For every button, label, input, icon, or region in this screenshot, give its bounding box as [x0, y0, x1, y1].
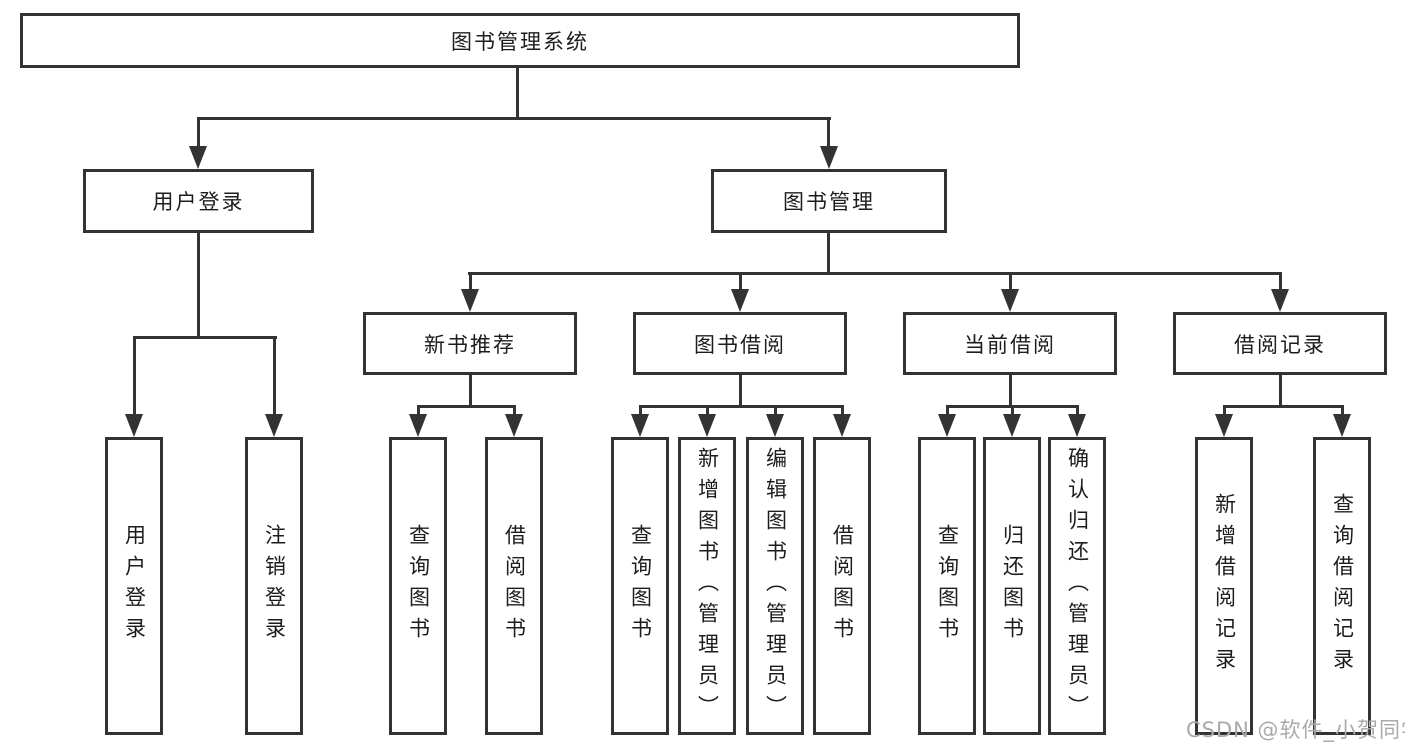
node-label: 图书管理系统: [451, 29, 589, 54]
arrow-down-icon: [938, 414, 956, 437]
connector-new-book-bar: [417, 405, 516, 408]
connector-user-login-bar: [133, 336, 277, 339]
node-root-library-system: 图书管理系统: [20, 13, 1020, 68]
leaf-confirm-return-admin: 确认归还（管理员）: [1048, 437, 1106, 735]
connector-root-bar: [197, 117, 831, 120]
node-user-login: 用户登录: [83, 169, 314, 233]
connector-to-book-management: [827, 117, 830, 150]
arrow-down-icon: [505, 414, 523, 437]
node-book-management: 图书管理: [711, 169, 947, 233]
leaf-label: 注销登录: [262, 524, 287, 648]
connector-new-book-stem: [469, 375, 472, 405]
connector-to-borrow-record: [1279, 272, 1282, 292]
arrow-down-icon: [1003, 414, 1021, 437]
node-label: 图书管理: [783, 190, 875, 214]
connector-leaf-drop: [1341, 405, 1344, 416]
node-current-borrow: 当前借阅: [903, 312, 1117, 375]
connector-book-mgmt-bar: [468, 272, 1282, 275]
leaf-label: 用户登录: [122, 524, 147, 648]
connector-borrow-record-bar: [1223, 405, 1344, 408]
leaf-label: 查询图书: [935, 524, 960, 648]
leaf-label: 借阅图书: [502, 524, 527, 648]
connector-to-user-login: [197, 117, 200, 150]
leaf-borrow-books: 借阅图书: [813, 437, 871, 735]
connector-leaf-drop: [841, 405, 844, 416]
leaf-add-borrow-record: 新增借阅记录: [1195, 437, 1253, 735]
connector-to-leaf-user-login: [133, 336, 136, 416]
arrow-down-icon: [125, 414, 143, 437]
arrow-down-icon: [1271, 289, 1289, 312]
arrow-down-icon: [461, 289, 479, 312]
csdn-watermark: CSDN @软件_小贺同学: [1186, 718, 1405, 742]
arrow-down-icon: [1068, 414, 1086, 437]
leaf-logout: 注销登录: [245, 437, 303, 735]
leaf-borrow-books-newbook: 借阅图书: [485, 437, 543, 735]
connector-book-mgmt-stem: [827, 233, 830, 272]
leaf-query-books-current: 查询图书: [918, 437, 976, 735]
node-label: 当前借阅: [964, 332, 1056, 357]
arrow-down-icon: [820, 146, 838, 169]
leaf-return-books: 归还图书: [983, 437, 1041, 735]
connector-leaf-drop: [1011, 405, 1014, 416]
leaf-query-borrow-record: 查询借阅记录: [1313, 437, 1371, 735]
leaf-label: 查询借阅记录: [1330, 493, 1355, 679]
arrow-down-icon: [1001, 289, 1019, 312]
arrow-down-icon: [731, 289, 749, 312]
leaf-add-books-admin: 新增图书（管理员）: [678, 437, 736, 735]
leaf-label: 新增借阅记录: [1212, 493, 1237, 679]
connector-to-current-borrow: [1009, 272, 1012, 292]
connector-leaf-drop: [639, 405, 642, 416]
leaf-label: 新增图书（管理员）: [695, 446, 720, 726]
leaf-label: 确认归还（管理员）: [1065, 446, 1090, 726]
arrow-down-icon: [766, 414, 784, 437]
connector-book-borrow-bar: [639, 405, 844, 408]
node-book-borrow: 图书借阅: [633, 312, 847, 375]
connector-root-stem: [516, 68, 519, 117]
connector-leaf-drop: [513, 405, 516, 416]
leaf-edit-books-admin: 编辑图书（管理员）: [746, 437, 804, 735]
connector-to-new-book: [469, 272, 472, 292]
node-label: 用户登录: [152, 190, 245, 214]
leaf-query-books-borrow: 查询图书: [611, 437, 669, 735]
leaf-query-books-newbook: 查询图书: [389, 437, 447, 735]
connector-leaf-drop: [946, 405, 949, 416]
leaf-label: 查询图书: [628, 524, 653, 648]
leaf-label: 查询图书: [406, 524, 431, 648]
connector-leaf-drop: [706, 405, 709, 416]
connector-to-leaf-logout: [273, 336, 276, 416]
arrow-down-icon: [189, 146, 207, 169]
connector-current-borrow-stem: [1009, 375, 1012, 405]
leaf-label: 编辑图书（管理员）: [763, 446, 788, 726]
arrow-down-icon: [409, 414, 427, 437]
connector-leaf-drop: [1076, 405, 1079, 416]
node-label: 新书推荐: [424, 332, 516, 357]
arrow-down-icon: [631, 414, 649, 437]
node-new-book-recommend: 新书推荐: [363, 312, 577, 375]
leaf-user-login: 用户登录: [105, 437, 163, 735]
node-borrow-records: 借阅记录: [1173, 312, 1387, 375]
arrow-down-icon: [265, 414, 283, 437]
connector-leaf-drop: [774, 405, 777, 416]
node-label: 借阅记录: [1234, 332, 1326, 357]
connector-user-login-stem: [197, 233, 200, 336]
connector-leaf-drop: [417, 405, 420, 416]
arrow-down-icon: [698, 414, 716, 437]
connector-to-book-borrow: [739, 272, 742, 292]
arrow-down-icon: [833, 414, 851, 437]
arrow-down-icon: [1215, 414, 1233, 437]
leaf-label: 归还图书: [1000, 524, 1025, 648]
connector-book-borrow-stem: [739, 375, 742, 405]
node-label: 图书借阅: [694, 332, 786, 357]
connector-borrow-record-stem: [1279, 375, 1282, 405]
arrow-down-icon: [1333, 414, 1351, 437]
connector-leaf-drop: [1223, 405, 1226, 416]
leaf-label: 借阅图书: [830, 524, 855, 648]
